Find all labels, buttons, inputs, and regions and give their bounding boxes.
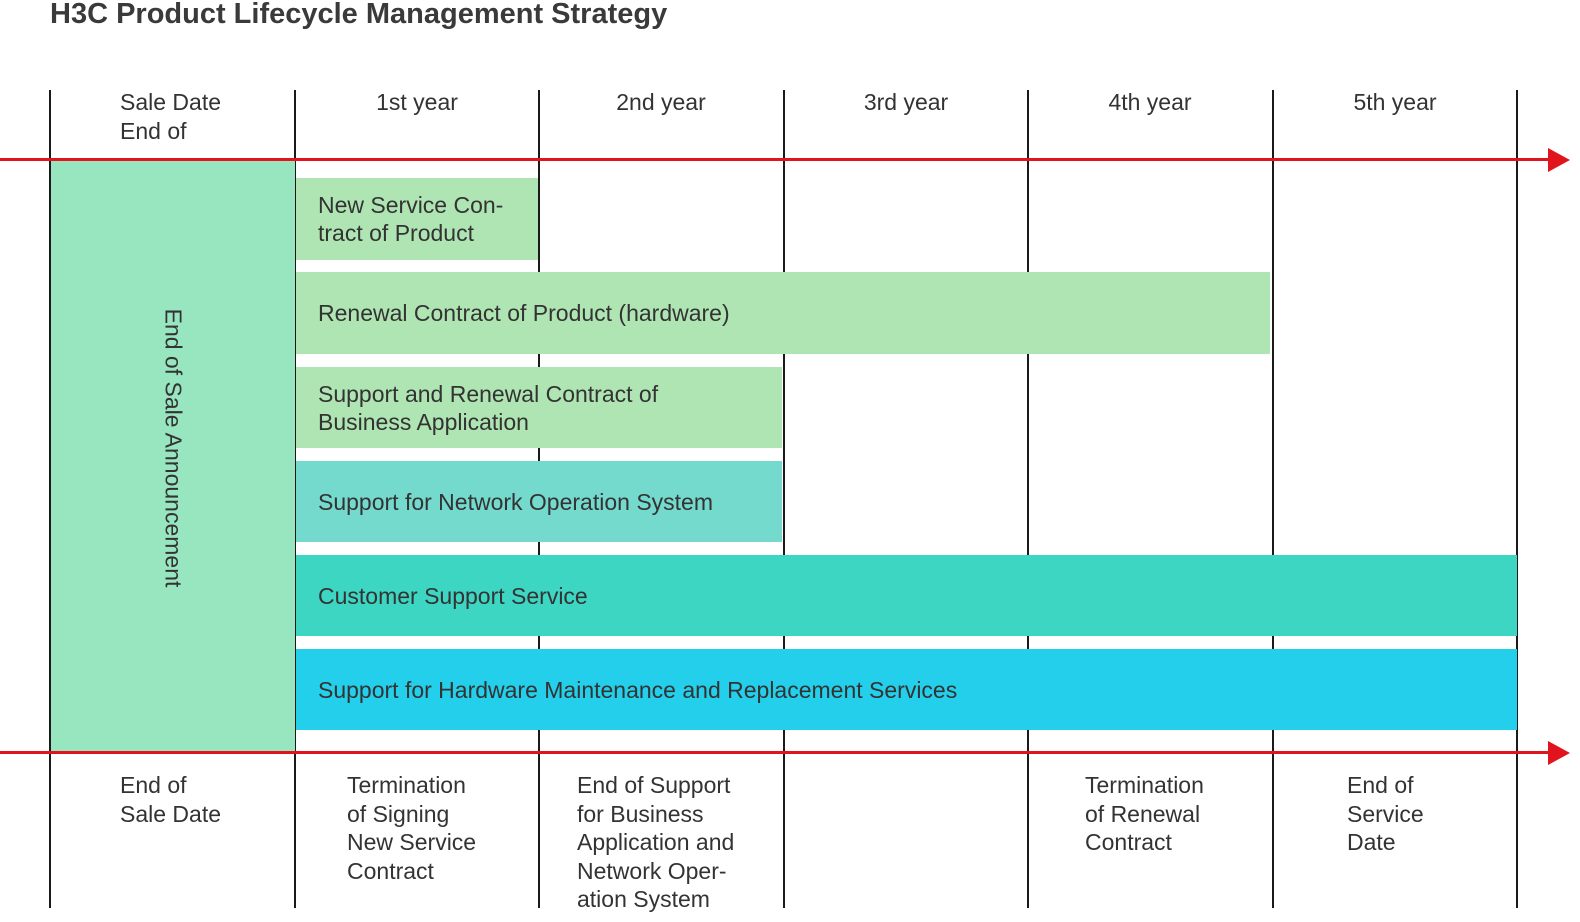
bar-label: Renewal Contract of Product (hardware) bbox=[318, 300, 730, 326]
grid-line-year-5 bbox=[1272, 90, 1274, 908]
header-year-2: 2nd year bbox=[616, 89, 706, 115]
bar-label: New Service Con- tract of Product bbox=[318, 192, 504, 246]
header-year-1: 1st year bbox=[376, 89, 458, 115]
milestone-termination-renewal: Termination of Renewal Contract bbox=[1085, 772, 1204, 855]
milestone-end-of-support-business: End of Support for Business Application … bbox=[577, 772, 735, 912]
arrow-head-icon bbox=[1548, 148, 1570, 172]
bar-network-operation-system: Support for Network Operation System bbox=[296, 461, 782, 542]
timeline-arrow-top bbox=[0, 158, 1552, 161]
grid-line-year-4 bbox=[1027, 90, 1029, 908]
grid-line-year-3 bbox=[783, 90, 785, 908]
page-title: H3C Product Lifecycle Management Strateg… bbox=[50, 0, 668, 30]
grid-line-end bbox=[1516, 90, 1518, 908]
grid-line-sale-date bbox=[49, 90, 51, 908]
header-year-3: 3rd year bbox=[863, 89, 949, 115]
bar-label: Support for Hardware Maintenance and Rep… bbox=[318, 676, 958, 703]
grid-line-year-1 bbox=[294, 90, 296, 908]
milestone-end-of-service-date: End of Service Date bbox=[1347, 772, 1424, 855]
bar-business-application-support: Support and Renewal Contract of Business… bbox=[296, 367, 782, 448]
header-year-4: 4th year bbox=[1108, 89, 1192, 115]
bar-label: Support for Network Operation System bbox=[318, 488, 713, 515]
arrow-head-icon bbox=[1548, 741, 1570, 765]
bar-new-service-contract: New Service Con- tract of Product bbox=[296, 178, 538, 260]
bar-renewal-contract-hardware: Renewal Contract of Product (hardware) bbox=[296, 272, 1270, 354]
end-of-sale-block bbox=[51, 160, 295, 752]
milestone-termination-new-service: Termination of Signing New Service Contr… bbox=[347, 772, 477, 884]
header-sale-date: Sale Date End of bbox=[120, 89, 222, 144]
header-year-5: 5th year bbox=[1353, 89, 1437, 115]
end-of-sale-announcement-label: End of Sale Announcement bbox=[160, 308, 187, 588]
milestone-end-of-sale-date: End of Sale Date bbox=[120, 772, 222, 827]
bar-customer-support-service: Customer Support Service bbox=[296, 555, 1517, 636]
bar-label: Customer Support Service bbox=[318, 582, 588, 609]
bar-label: Support and Renewal Contract of Business… bbox=[318, 380, 659, 435]
bar-hardware-maintenance: Support for Hardware Maintenance and Rep… bbox=[296, 649, 1517, 730]
timeline-arrow-bottom bbox=[0, 751, 1552, 754]
